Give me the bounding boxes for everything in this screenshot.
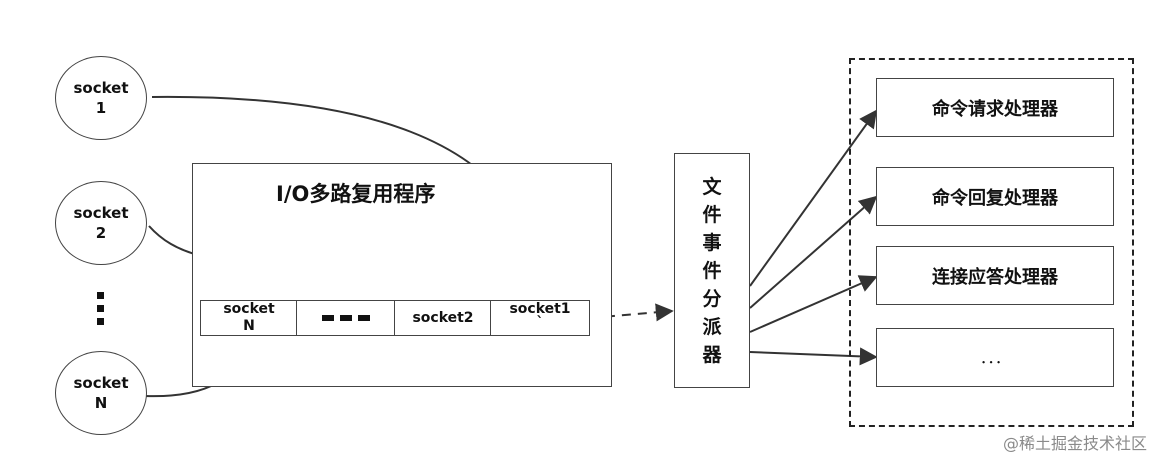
queue-cell-socket-1: socket1 `: [490, 300, 590, 336]
socket-1-number: 1: [95, 99, 107, 117]
queue-cell-ellipsis: [296, 300, 396, 336]
connection-accept-handler: 连接应答处理器: [876, 246, 1114, 305]
file-event-dispatcher: 文 件 事 件 分 派 器: [674, 153, 750, 388]
vertical-ellipsis: [97, 292, 104, 325]
more-handlers-placeholder: ．．．: [876, 328, 1114, 387]
queue-cell-socket-n: socket N: [200, 300, 298, 336]
command-request-handler: 命令请求处理器: [876, 78, 1114, 137]
socket-1-node: socket 1: [55, 56, 147, 140]
queue-cell-socket-1-mark: `: [536, 315, 544, 331]
socket-n-label: socket: [73, 374, 129, 392]
command-reply-handler: 命令回复处理器: [876, 167, 1114, 226]
arrow-dispatcher-to-handler-2: [749, 195, 878, 309]
queue-cell-socket-n-label: socket: [223, 301, 275, 317]
dispatcher-char: 派: [702, 315, 722, 338]
socket-n-node: socket N: [55, 351, 147, 435]
socket-2-label: socket: [73, 204, 129, 222]
dispatcher-char: 分: [702, 287, 722, 310]
io-multiplexer-title: I/O多路复用程序: [276, 182, 436, 206]
watermark: @稀土掘金技术社区: [1002, 434, 1147, 453]
dispatcher-char: 件: [702, 259, 722, 282]
dispatcher-char: 文: [702, 175, 722, 198]
socket-2-node: socket 2: [55, 181, 147, 265]
dispatcher-char: 器: [702, 343, 722, 366]
queue-cell-socket-2-label: socket2: [412, 309, 474, 326]
socket-2-number: 2: [95, 224, 107, 242]
arrow-dispatcher-to-handler-4: [749, 347, 878, 366]
socket-1-label: socket: [73, 79, 129, 97]
arrow-dispatcher-to-handler-3: [749, 275, 878, 333]
arrow-dispatcher-to-handler-1: [749, 109, 878, 287]
io-multiplexer-box: [192, 163, 612, 387]
horizontal-ellipsis: [322, 315, 370, 321]
arrow-queue-to-dispatcher: [589, 303, 674, 322]
queue-cell-socket-n-number: N: [243, 318, 255, 334]
dispatcher-char: 件: [702, 203, 722, 226]
dispatcher-char: 事: [702, 231, 722, 254]
queue-cell-socket-2: socket2: [394, 300, 492, 336]
socket-n-number: N: [94, 394, 108, 412]
queue-cell-socket-1-label: socket1: [509, 301, 571, 317]
handlers-group: [849, 58, 1134, 427]
